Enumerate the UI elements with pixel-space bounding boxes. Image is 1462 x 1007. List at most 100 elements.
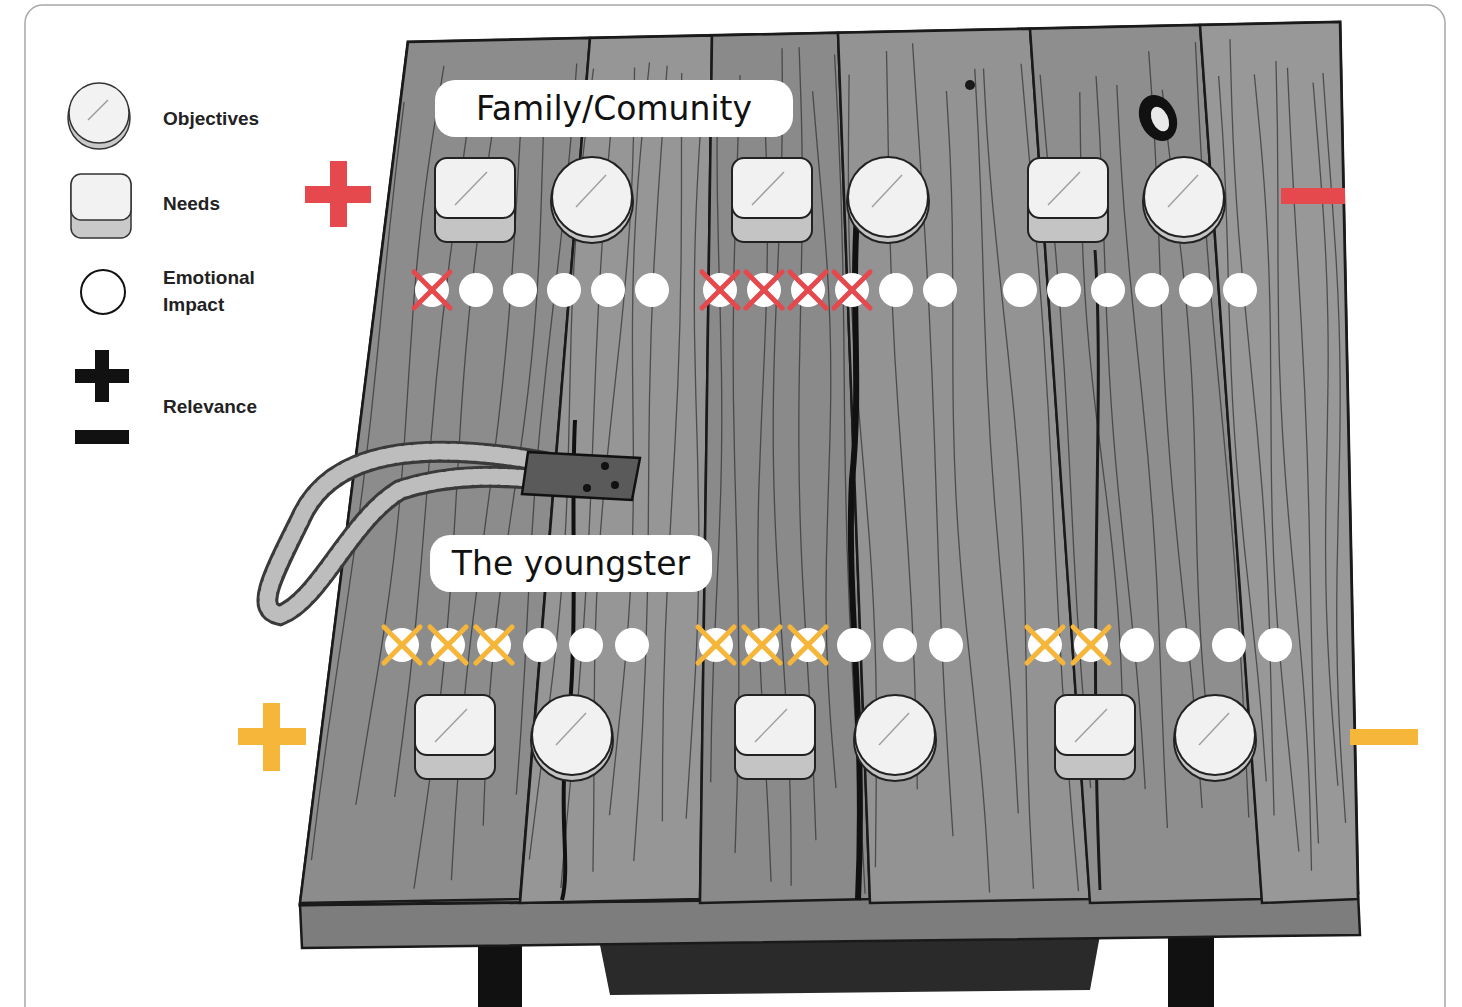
stone-crack [455,172,487,205]
plus-sign [263,703,280,771]
impact-circle [503,273,537,307]
impact-dot [1120,628,1154,662]
minus-sign [1350,729,1418,745]
stone-crack [1199,713,1229,745]
impact-circle [635,273,669,307]
grain-line [662,73,681,821]
impact-cross [476,627,512,663]
stone-crack [755,709,787,742]
wood-crack [1095,250,1100,890]
impact-circle [615,628,649,662]
impact-dot [547,273,581,307]
impact-group [384,272,1292,663]
need-icon [71,174,131,220]
impact-circle [523,628,557,662]
stone-crack [1075,709,1107,742]
impact-dot [1166,628,1200,662]
impact-cross [384,627,420,663]
impact-circle [1166,628,1200,662]
impact-dot [591,273,625,307]
objective-stone [551,157,633,243]
plus-icon [95,350,109,402]
impact-dot [744,627,780,663]
need-stone [732,158,812,242]
impact-dot [503,273,537,307]
impact-cross [834,272,870,308]
impact-circle [415,273,449,307]
impact-dot [790,272,826,308]
objective-stone [1174,695,1256,781]
impact-circle [1091,273,1125,307]
grain-line [1323,73,1346,823]
impact-cross [414,272,450,308]
need-stone-top [735,695,815,755]
impact-cross [1073,627,1109,663]
impact-dot [459,273,493,307]
grain-line [975,69,1018,814]
stone-crack [752,172,784,205]
grain-line [1287,68,1318,844]
impact-cross [1027,627,1063,663]
plus-sign [330,161,347,227]
impact-cross [698,627,734,663]
impact-dot [615,628,649,662]
impact-cross [698,627,734,663]
impact-circle [1212,628,1246,662]
impact-cross [384,627,420,663]
need-stone-top [1055,695,1135,755]
impact-cross [834,272,870,308]
grain-line [1219,76,1267,781]
need-stone-top [415,695,495,755]
impact-dot [746,272,782,308]
objective-icon [69,83,129,143]
frame [25,5,1445,1007]
minus-sign [1281,188,1345,204]
impact-cross [430,627,466,663]
impact-circle [431,628,465,662]
need-stone-top [435,158,515,218]
impact-dot [1047,273,1081,307]
impact-circle [837,628,871,662]
objective-stone-top [1144,157,1224,237]
impact-circle [1028,628,1062,662]
stone-crack [872,175,902,207]
impact-dot [523,628,557,662]
grain-line [1313,82,1338,785]
impact-cross [744,627,780,663]
impact-circle [745,628,779,662]
grain-line [983,68,1033,888]
impact-circle [459,273,493,307]
objective-stone [847,157,929,243]
impact-dot [834,272,870,308]
legend-label: Needs [163,190,323,217]
table-top [300,22,1358,905]
impact-dot [879,273,913,307]
impact-cross [790,272,826,308]
objective-stone-top [552,157,632,237]
objective-stone [854,695,936,781]
impact-dot [569,628,603,662]
rivet [601,462,609,470]
impact-circle [929,628,963,662]
impact-dot [702,272,738,308]
minus-icon [75,430,129,444]
impact-cross [746,272,782,308]
impact-circle [883,628,917,662]
objective-stone [531,695,613,781]
impact-dot [1212,628,1246,662]
impact-circle [547,273,581,307]
grain-line [813,91,836,788]
impact-circle [569,628,603,662]
objective-stone-top [532,695,612,775]
objective-stone-top [1175,695,1255,775]
impact-dot [1091,273,1125,307]
impact-dot [923,273,957,307]
need-stone [1028,158,1108,242]
impact-dot [1258,628,1292,662]
grain-line [1230,39,1274,815]
impact-cross [790,627,826,663]
impact-cross [744,627,780,663]
stone-group [415,157,1256,781]
impact-dot [414,272,450,308]
legend-label: Emotional Impact [163,264,281,318]
